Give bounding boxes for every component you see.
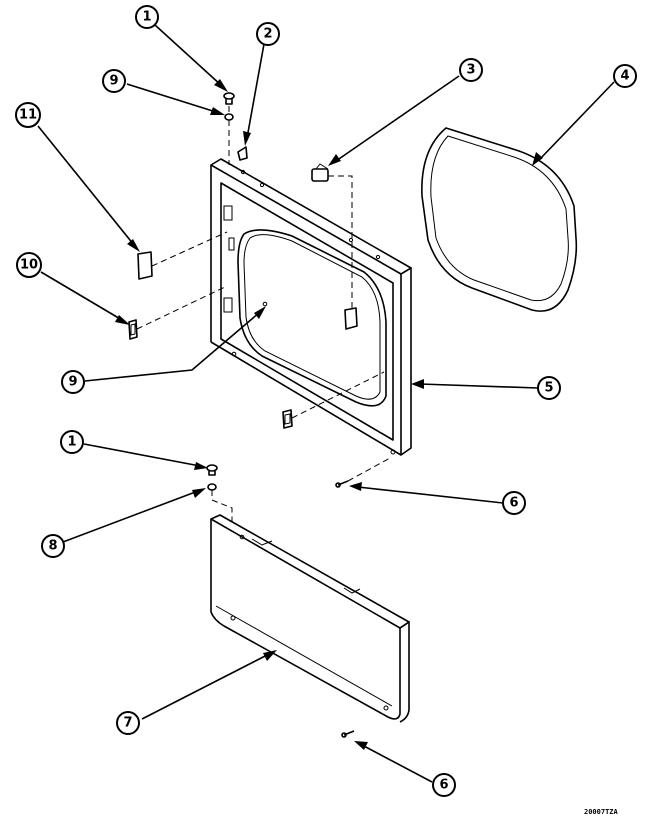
- callout-6-mid: 6: [502, 491, 526, 515]
- callout-7: 7: [116, 711, 140, 735]
- callout-10: 10: [16, 252, 42, 278]
- spring-clip: [128, 319, 138, 340]
- callout-1-top: 1: [135, 5, 159, 29]
- washer-lower: [207, 483, 217, 491]
- callout-3: 3: [459, 58, 483, 82]
- callout-5: 5: [537, 376, 561, 400]
- door-gasket: [421, 127, 578, 312]
- spring-clip-lower: [282, 409, 293, 429]
- kick-panel: [210, 514, 410, 723]
- svg-text:6: 6: [509, 496, 518, 511]
- clip: [237, 146, 248, 161]
- svg-text:3: 3: [466, 63, 475, 78]
- callout-2: 2: [256, 22, 280, 46]
- callout-6-bot: 6: [432, 773, 456, 797]
- callout-9-mid: 9: [61, 370, 85, 394]
- svg-text:2: 2: [263, 27, 272, 42]
- svg-text:6: 6: [439, 778, 448, 793]
- leader-lines: [37, 24, 615, 783]
- callout-9-top: 9: [102, 69, 126, 93]
- svg-text:1: 1: [142, 10, 151, 25]
- svg-text:8: 8: [48, 539, 57, 554]
- screw-6-bot: [341, 730, 355, 738]
- callout-11: 11: [15, 102, 41, 128]
- callout-1-low: 1: [60, 430, 84, 454]
- svg-text:10: 10: [20, 258, 38, 273]
- hinge-cover: [311, 163, 329, 182]
- drawing-number: 20007TZA: [584, 808, 619, 816]
- washer-top: [224, 113, 234, 121]
- screw-top: [223, 92, 235, 105]
- screw-lower: [206, 464, 218, 476]
- svg-text:7: 7: [123, 716, 132, 731]
- callout-8: 8: [41, 534, 65, 558]
- label-plate: [137, 251, 153, 280]
- screw-6-mid: [335, 480, 349, 488]
- svg-text:9: 9: [109, 74, 118, 89]
- svg-text:11: 11: [19, 108, 37, 123]
- front-panel: [210, 158, 412, 456]
- callout-4: 4: [613, 64, 637, 88]
- svg-text:4: 4: [620, 69, 629, 84]
- svg-text:5: 5: [544, 381, 553, 396]
- assembly-lines: [136, 106, 391, 522]
- pad: [344, 307, 358, 330]
- svg-text:9: 9: [68, 375, 77, 390]
- svg-text:1: 1: [67, 435, 76, 450]
